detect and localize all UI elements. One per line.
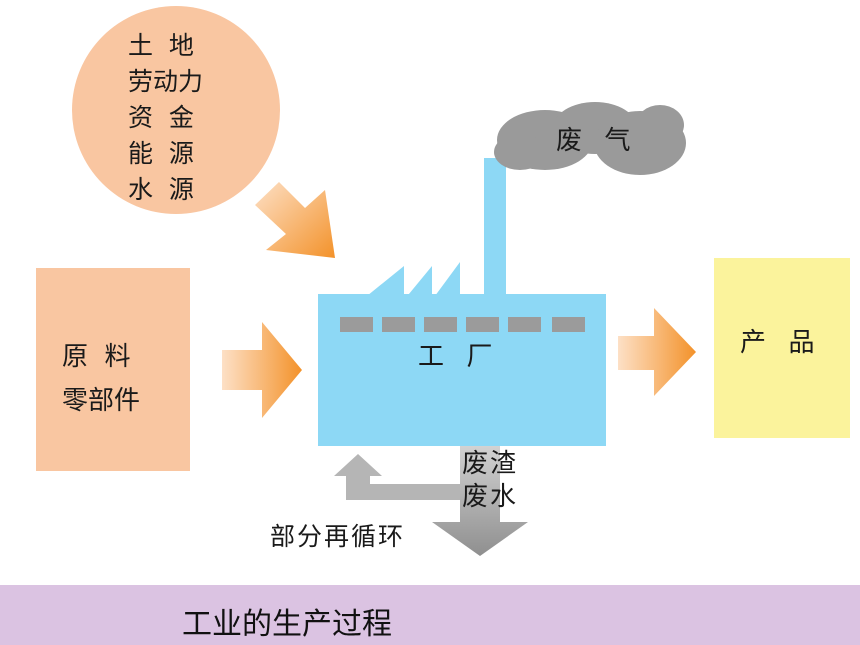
factory-to-product-arrow — [618, 308, 696, 396]
recycle-arrow — [334, 454, 460, 500]
factory-label: 工 厂 — [418, 342, 495, 372]
factory-windows — [340, 317, 585, 332]
raw-item: 原 料 — [62, 342, 131, 372]
inputs-list: 土 地 劳动力 资 金 能 源 水 源 — [128, 28, 203, 208]
caption-title: 工业的生产过程 — [182, 607, 392, 642]
inputs-arrow — [255, 182, 335, 258]
recycle-label: 部分再循环 — [270, 522, 406, 551]
product-label: 产 品 — [740, 328, 817, 358]
factory-chimney — [484, 158, 506, 298]
input-item: 资 金 — [128, 103, 194, 132]
waste-water-label: 废水 — [462, 482, 519, 512]
factory-roof — [362, 262, 460, 300]
input-item: 劳动力 — [128, 67, 204, 96]
input-item: 水 源 — [128, 175, 194, 204]
raw-to-factory-arrow — [222, 322, 302, 418]
waste-down-arrow — [432, 446, 528, 556]
waste-solid-label: 废渣 — [462, 449, 519, 479]
raw-materials-box — [36, 268, 190, 471]
industrial-process-diagram: 土 地 劳动力 资 金 能 源 水 源 原 料 零部件 工 厂 废 气 产 品 … — [36, 6, 850, 556]
inputs-circle — [72, 6, 280, 214]
diagram-canvas — [36, 6, 850, 556]
raw-materials-list: 原 料 零部件 — [62, 335, 140, 423]
smoke-cloud — [494, 102, 686, 175]
input-item: 能 源 — [128, 139, 194, 168]
input-item: 土 地 — [128, 31, 194, 60]
product-box — [714, 258, 850, 438]
waste-gas-label: 废 气 — [556, 126, 633, 156]
caption-bar: 工业的生产过程 — [0, 585, 860, 645]
raw-item: 零部件 — [62, 386, 141, 416]
